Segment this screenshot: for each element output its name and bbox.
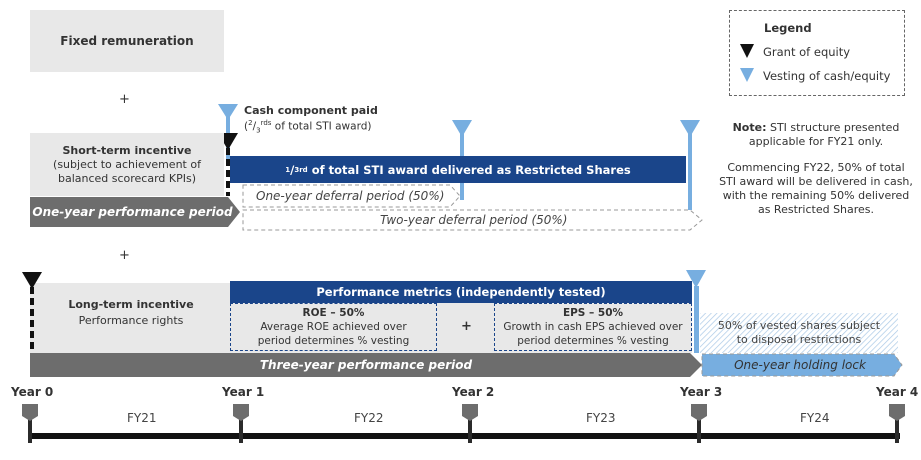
two-year-deferral-label: Two-year deferral period (50%): [380, 213, 568, 227]
one-year-deferral-label: One-year deferral period (50%): [256, 189, 445, 203]
year-marker-flag-2: [462, 404, 478, 421]
fixed-remuneration-box: Fixed remuneration: [30, 10, 224, 72]
sti-box: Short-term incentive (subject to achieve…: [30, 133, 224, 196]
disposal-line-2: to disposal restrictions: [736, 333, 862, 346]
timeline-axis: [28, 433, 900, 439]
sti-subtitle-1: (subject to achievement of: [53, 157, 201, 171]
fraction-den: 3: [294, 165, 300, 174]
roe-metric-box: ROE – 50% Average ROE achieved over peri…: [230, 303, 437, 351]
holding-lock-arrow: [701, 353, 903, 377]
year-label-2: Year 2: [452, 385, 495, 399]
year-marker-flag-0: [22, 404, 38, 421]
legend-item-vesting: Vesting of cash/equity: [763, 69, 891, 83]
fixed-remuneration-label: Fixed remuneration: [60, 34, 194, 48]
year-marker-flag-4: [889, 404, 905, 421]
note-p2-line4: as Restricted Shares.: [757, 203, 875, 216]
note-text-1: STI structure presented: [766, 121, 900, 134]
year-marker-stem-1: [239, 418, 243, 443]
lti-subtitle: Performance rights: [78, 314, 184, 327]
lti-grey-background: [30, 283, 230, 353]
roe-line-1: Average ROE achieved over: [260, 321, 407, 333]
year-marker-stem-4: [895, 418, 899, 443]
year-label-1: Year 1: [222, 385, 265, 399]
legend-item-grant: Grant of equity: [763, 45, 851, 59]
note-paragraph-2: Commencing FY22, 50% of total STI award …: [716, 161, 916, 217]
note-p2-line2: STI award will be delivered in cash,: [719, 175, 913, 188]
legend-vesting-triangle-icon: [740, 68, 754, 82]
year-marker-stem-3: [697, 418, 701, 443]
eps-title: EPS – 50%: [562, 307, 624, 319]
disposal-restrictions-text: 50% of vested shares subject to disposal…: [700, 315, 898, 351]
cash-component-subtitle: (2/3rds of total STI award): [244, 119, 372, 135]
note-paragraph-1: Note: STI structure presented applicable…: [716, 121, 916, 149]
plus-sign-2: +: [119, 248, 130, 263]
note-block: Note: STI structure presented applicable…: [716, 121, 916, 217]
sti-performance-period-label: One-year performance period: [32, 205, 233, 219]
vesting-triangle-icon: [218, 104, 238, 120]
year-label-0: Year 0: [11, 385, 54, 399]
vesting-triangle-icon: [680, 120, 700, 137]
grant-triangle-icon: [22, 272, 42, 289]
cash-rest: of total STI award): [271, 120, 372, 133]
one-year-deferral-arrow: [242, 184, 461, 208]
paren: (: [244, 120, 249, 133]
fy-label-2: FY23: [586, 411, 616, 425]
two-year-deferral-arrow: [242, 209, 703, 231]
fy-label-3: FY24: [800, 411, 830, 425]
performance-metrics-label: Performance metrics (independently teste…: [316, 285, 606, 299]
vesting-triangle-icon: [686, 270, 706, 288]
disposal-line-1: 50% of vested shares subject: [717, 319, 881, 332]
roe-line-2: period determines % vesting: [257, 335, 410, 347]
legend-title: Legend: [764, 21, 812, 35]
performance-metrics-header: Performance metrics (independently teste…: [230, 281, 692, 303]
lti-title: Long-term incentive: [68, 298, 194, 311]
restricted-shares-label: of total STI award delivered as Restrict…: [307, 162, 631, 177]
timeline-markers: [22, 404, 905, 443]
fraction-num: 1: [285, 165, 291, 174]
year-marker-flag-3: [691, 404, 707, 421]
lti-box: Long-term incentive Performance rights: [36, 294, 226, 332]
vesting-line-year3-lti: [694, 286, 699, 353]
eps-line-1: Growth in cash EPS achieved over: [503, 321, 683, 333]
year-marker-stem-0: [28, 418, 32, 443]
note-p2-line3: with the remaining 50% delivered: [722, 189, 910, 202]
note-p2-line1: Commencing FY22, 50% of total: [727, 161, 905, 174]
roe-title: ROE – 50%: [302, 307, 365, 319]
ordinal: rd: [299, 165, 308, 174]
vesting-line-year3-sti: [688, 124, 692, 210]
holding-lock-label: One-year holding lock: [734, 358, 866, 372]
fraction-den: 3: [256, 126, 261, 135]
plus-sign-1: +: [119, 92, 130, 107]
sti-performance-period-arrow: [30, 197, 240, 227]
ordinal: rds: [260, 119, 272, 127]
metrics-plus-sign: +: [461, 319, 472, 334]
lti-performance-period-label: Three-year performance period: [259, 358, 473, 372]
eps-line-2: period determines % vesting: [517, 335, 669, 347]
year-marker-stem-2: [468, 418, 472, 443]
fy-label-0: FY21: [127, 411, 157, 425]
fraction-num: 2: [248, 119, 253, 127]
year-marker-flag-1: [233, 404, 249, 421]
sti-title: Short-term incentive: [62, 143, 192, 157]
sti-subtitle-2: balanced scorecard KPIs): [57, 171, 197, 185]
legend-box: Legend Grant of equity Vesting of cash/e…: [729, 10, 905, 96]
vesting-triangle-icon: [452, 120, 472, 137]
cash-component-title: Cash component paid: [244, 104, 378, 117]
fy-label-1: FY22: [354, 411, 384, 425]
cash-component-label: Cash component paid (2/3rds of total STI…: [244, 104, 378, 138]
year-label-4: Year 4: [876, 385, 919, 399]
note-text-2: applicable for FY21 only.: [748, 135, 884, 148]
disposal-restrictions-hatch: [700, 313, 898, 353]
lti-metrics-grey-background: [230, 303, 692, 353]
legend-grant-triangle-icon: [740, 44, 754, 58]
note-label: Note:: [732, 121, 767, 134]
eps-metric-box: EPS – 50% Growth in cash EPS achieved ov…: [494, 303, 692, 351]
lti-performance-period-arrow: [30, 353, 702, 377]
year-label-3: Year 3: [680, 385, 723, 399]
